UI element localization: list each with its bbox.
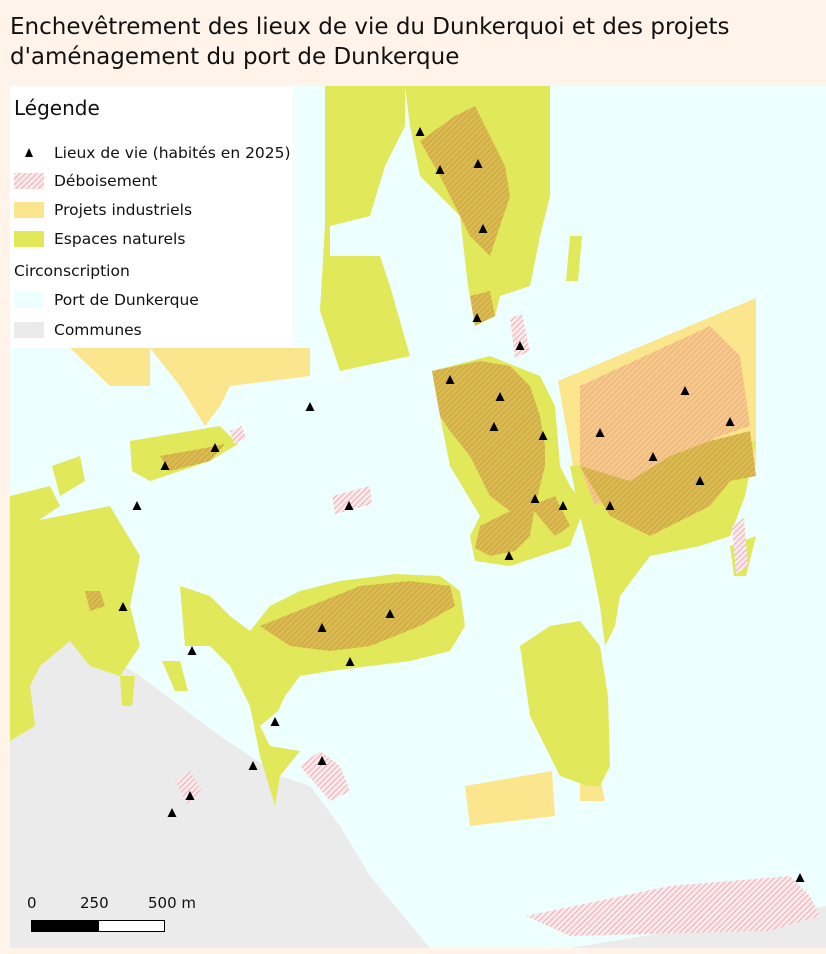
living-place-marker <box>473 159 483 168</box>
living-place-marker <box>344 501 354 510</box>
living-place-marker <box>680 386 690 395</box>
natural-industrial-overlap <box>85 106 756 651</box>
living-place-marker <box>605 501 615 510</box>
living-place-marker <box>558 501 568 510</box>
living-place-marker <box>345 657 355 666</box>
industrial-project <box>465 771 555 826</box>
scale-bar: 0 250 500 m <box>18 894 208 944</box>
legend-label: Espaces naturels <box>54 230 186 248</box>
living-place-marker <box>795 873 805 882</box>
living-place-marker <box>118 602 128 611</box>
living-place-marker <box>167 808 177 817</box>
living-place-marker <box>305 402 315 411</box>
legend-section-title: Circonscription <box>14 262 130 280</box>
commune-area <box>10 626 430 948</box>
living-place-marker <box>210 443 220 452</box>
living-place-marker <box>385 609 395 618</box>
legend-label: Communes <box>54 321 142 339</box>
legend-label: Port de Dunkerque <box>54 291 199 309</box>
scale-label-500: 500 m <box>148 894 197 912</box>
living-place-marker <box>160 461 170 470</box>
map-frame[interactable]: Légende Lieux de vie (habités en 2025) D… <box>10 86 826 948</box>
living-place-marker <box>530 494 540 503</box>
living-place-marker <box>185 791 195 800</box>
scale-bar-segment-white <box>98 920 165 932</box>
living-place-marker <box>725 417 735 426</box>
legend-item-industrial: Projets industriels <box>14 199 192 221</box>
legend: Légende Lieux de vie (habités en 2025) D… <box>10 86 293 348</box>
legend-label: Déboisement <box>54 172 158 190</box>
living-place-marker <box>472 313 482 322</box>
living-place-marker <box>648 452 658 461</box>
map-canvas[interactable] <box>10 86 826 948</box>
living-place-marker <box>248 761 258 770</box>
triangle-icon <box>25 148 33 157</box>
living-place-marker <box>435 165 445 174</box>
legend-label: Projets industriels <box>54 201 193 219</box>
living-place-marker <box>695 476 705 485</box>
legend-item-port: Port de Dunkerque <box>14 289 199 311</box>
natural-swatch <box>14 231 44 247</box>
scale-label-250: 250 <box>80 894 109 912</box>
legend-title: Légende <box>14 96 100 120</box>
living-place-marker <box>187 646 197 655</box>
living-place-marker <box>489 422 499 431</box>
legend-item-natural: Espaces naturels <box>14 228 185 250</box>
living-place-marker <box>317 756 327 765</box>
living-place-marker <box>495 392 505 401</box>
living-place-marker <box>445 375 455 384</box>
living-places-layer <box>118 127 805 882</box>
industrial-project <box>70 348 150 386</box>
living-place-marker <box>478 224 488 233</box>
deforestation-areas <box>175 314 820 936</box>
legend-item-deforestation: Déboisement <box>14 170 157 192</box>
map-title: Enchevêtrement des lieux de vie du Dunke… <box>10 14 730 70</box>
living-place-marker <box>415 127 425 136</box>
living-place-marker <box>538 431 548 440</box>
living-place-marker <box>132 501 142 510</box>
living-place-marker <box>270 717 280 726</box>
port-swatch <box>14 292 44 308</box>
industrial-project <box>150 348 310 426</box>
deforestation-swatch <box>14 173 44 189</box>
legend-label: Lieux de vie (habités en 2025) <box>54 144 291 162</box>
legend-item-living-places: Lieux de vie (habités en 2025) <box>14 142 291 164</box>
scale-label-0: 0 <box>27 894 37 912</box>
living-place-marker <box>317 623 327 632</box>
scale-bar-segment-black <box>31 920 99 932</box>
legend-item-communes: Communes <box>14 319 142 341</box>
communes-swatch <box>14 322 44 338</box>
living-place-marker <box>504 551 514 560</box>
living-place-marker <box>595 428 605 437</box>
industrial-swatch <box>14 202 44 218</box>
living-place-marker <box>515 341 525 350</box>
